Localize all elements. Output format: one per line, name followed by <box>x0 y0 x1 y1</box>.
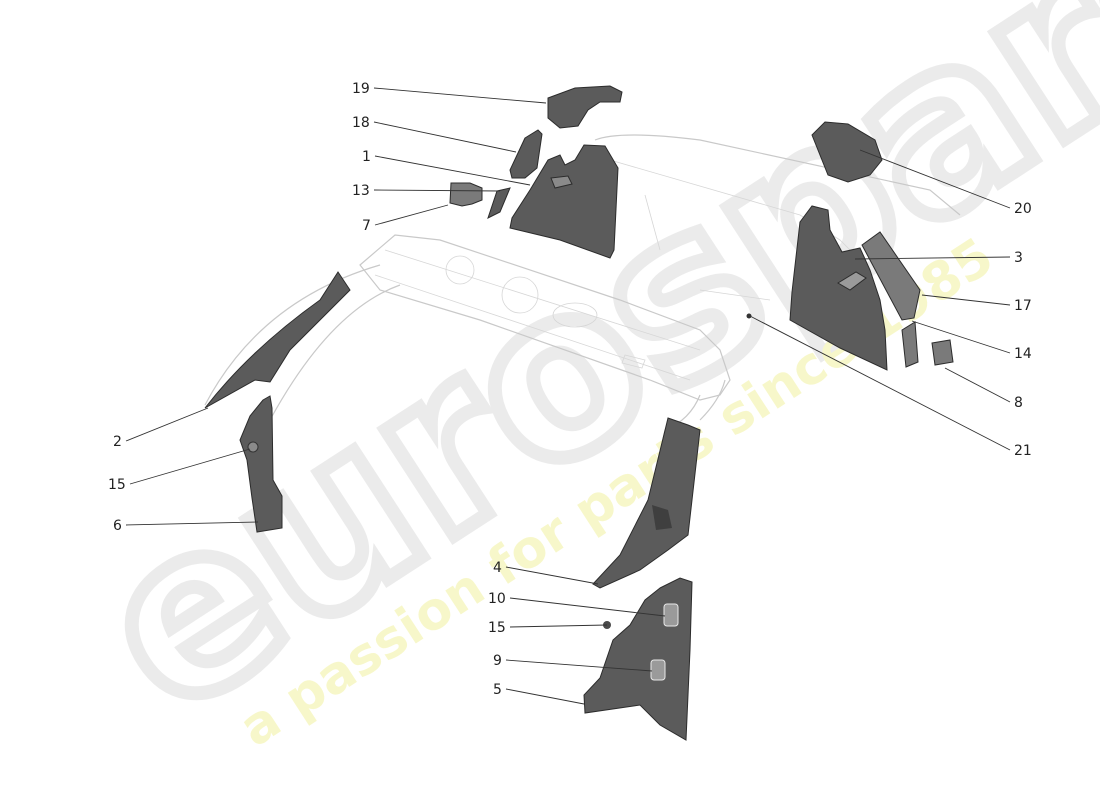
callout-label[interactable]: 8 <box>1014 395 1023 411</box>
callout-c6[interactable]: 6 <box>113 518 259 534</box>
callout-label[interactable]: 15 <box>488 620 506 636</box>
callout-label[interactable]: 15 <box>108 477 126 493</box>
callout-label[interactable]: 14 <box>1014 346 1032 362</box>
leader-line <box>373 189 501 192</box>
leader-line <box>749 315 1011 451</box>
part-10-grommet[interactable] <box>663 603 679 627</box>
part-17-strip[interactable] <box>861 231 921 321</box>
callout-label[interactable]: 1 <box>362 149 371 165</box>
ghost-body-reference <box>204 134 961 501</box>
part-2-sill-trim-left[interactable] <box>204 271 351 409</box>
leader-line <box>505 659 653 672</box>
part-1-vent-opening-icon <box>550 175 573 189</box>
part-4-c-pillar-trim[interactable] <box>592 417 701 589</box>
callout-c15b[interactable]: 15 <box>488 620 608 636</box>
callouts: 19 18 1 13 7 20 3 17 14 8 21 2 15 6 4 10 15 9 5 <box>108 81 1032 705</box>
callout-label[interactable]: 18 <box>352 115 370 131</box>
callout-label[interactable]: 7 <box>362 218 371 234</box>
part-1-quarter-trim-left[interactable] <box>509 144 619 259</box>
part-14-insert[interactable] <box>901 321 919 368</box>
leader-line <box>374 204 449 226</box>
part-4-seatbelt-guide-icon <box>652 505 672 530</box>
leader-line <box>859 149 1011 209</box>
callout-c5[interactable]: 5 <box>493 682 585 705</box>
part-8-bracket[interactable] <box>931 339 954 366</box>
leader-line <box>854 256 1011 260</box>
callout-c19[interactable]: 19 <box>352 81 547 104</box>
callout-label[interactable]: 4 <box>493 560 502 576</box>
leader-line <box>373 121 517 153</box>
callout-label[interactable]: 2 <box>113 434 122 450</box>
callout-label[interactable]: 20 <box>1014 201 1032 217</box>
callout-c15a[interactable]: 15 <box>108 448 251 493</box>
part-19-upper-cover[interactable] <box>547 85 623 129</box>
callout-c17[interactable]: 17 <box>921 294 1032 314</box>
part-9-grommet[interactable] <box>650 659 666 681</box>
callout-c10[interactable]: 10 <box>488 591 666 617</box>
callout-c13[interactable]: 13 <box>352 183 501 199</box>
leader-line <box>921 294 1011 306</box>
callout-c2[interactable]: 2 <box>113 407 209 450</box>
leader-line <box>373 87 547 104</box>
leader-line <box>125 407 209 442</box>
part-7-strip[interactable] <box>487 187 511 219</box>
callout-c1[interactable]: 1 <box>362 149 531 186</box>
leader-line <box>374 155 531 186</box>
part-18-bracket[interactable] <box>509 129 543 179</box>
leader-line <box>505 688 585 705</box>
leader-line <box>944 367 1011 403</box>
callout-c9[interactable]: 9 <box>493 653 653 672</box>
leader-line <box>505 566 599 585</box>
callout-label[interactable]: 13 <box>352 183 370 199</box>
callout-label[interactable]: 3 <box>1014 250 1023 266</box>
part-6-pillar-trim-left[interactable] <box>239 395 283 533</box>
part-15-clip-icon[interactable] <box>247 441 259 453</box>
callout-c7[interactable]: 7 <box>362 204 449 234</box>
part-5-lower-trim[interactable] <box>583 577 693 741</box>
callout-label[interactable]: 6 <box>113 518 122 534</box>
callout-c8[interactable]: 8 <box>944 367 1023 411</box>
callout-c21[interactable]: 21 <box>749 315 1032 459</box>
callout-label[interactable]: 10 <box>488 591 506 607</box>
callout-c20[interactable]: 20 <box>859 149 1032 217</box>
callout-label[interactable]: 19 <box>352 81 370 97</box>
part-21-pin[interactable] <box>746 313 752 319</box>
callout-label[interactable]: 9 <box>493 653 502 669</box>
callout-c14[interactable]: 14 <box>911 320 1032 362</box>
leader-line <box>129 448 251 485</box>
leader-line <box>509 597 666 617</box>
part-3-opening-icon <box>837 271 867 291</box>
leader-line <box>911 320 1011 354</box>
part-3-quarter-trim-right[interactable] <box>789 205 888 371</box>
callout-c4[interactable]: 4 <box>493 560 599 585</box>
leader-line <box>125 521 259 526</box>
callout-label[interactable]: 5 <box>493 682 502 698</box>
part-20-upper-cover-right[interactable] <box>811 121 883 183</box>
callout-label[interactable]: 17 <box>1014 298 1032 314</box>
callout-c3[interactable]: 3 <box>854 250 1023 266</box>
callout-label[interactable]: 21 <box>1014 443 1032 459</box>
part-13-clip-plate[interactable] <box>449 182 483 207</box>
leader-line <box>509 624 608 628</box>
callout-c18[interactable]: 18 <box>352 115 517 153</box>
